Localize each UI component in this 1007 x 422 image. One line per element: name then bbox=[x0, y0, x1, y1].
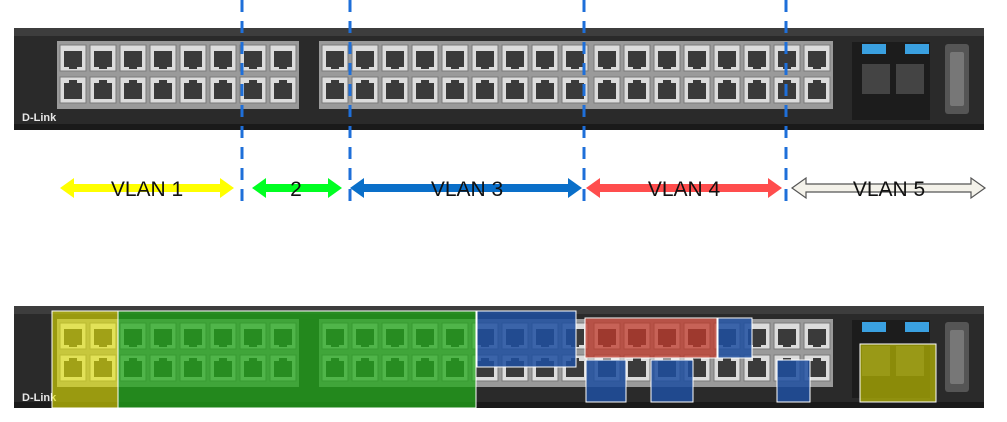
vlan-2-label: 2 bbox=[290, 178, 302, 201]
ethernet-port bbox=[209, 44, 237, 72]
ethernet-port bbox=[803, 322, 831, 350]
ethernet-port bbox=[471, 76, 499, 104]
ethernet-port bbox=[321, 44, 349, 72]
ethernet-port bbox=[119, 44, 147, 72]
vlan-arrow bbox=[790, 176, 987, 200]
vlan-port-overlay bbox=[585, 359, 627, 403]
ethernet-port bbox=[653, 76, 681, 104]
ethernet-port bbox=[381, 76, 409, 104]
brand-logo-top: D-Link bbox=[22, 112, 57, 124]
ethernet-port bbox=[713, 44, 741, 72]
ethernet-port bbox=[743, 354, 771, 382]
brand-logo-bottom: D-Link bbox=[22, 392, 57, 404]
ethernet-port bbox=[743, 44, 771, 72]
ethernet-port bbox=[713, 76, 741, 104]
ethernet-port bbox=[441, 76, 469, 104]
ethernet-port bbox=[381, 44, 409, 72]
ethernet-port bbox=[179, 44, 207, 72]
vlan-port-overlay bbox=[776, 359, 811, 403]
vlan-1-label: VLAN 1 bbox=[110, 178, 184, 201]
ethernet-port bbox=[149, 44, 177, 72]
vlan-dividers bbox=[240, 0, 788, 208]
ethernet-port bbox=[623, 44, 651, 72]
ethernet-port bbox=[593, 44, 621, 72]
ethernet-port bbox=[209, 76, 237, 104]
ethernet-port bbox=[803, 44, 831, 72]
vlan-arrow bbox=[350, 178, 582, 198]
ethernet-port bbox=[531, 76, 559, 104]
ethernet-port bbox=[653, 44, 681, 72]
ethernet-port bbox=[561, 76, 589, 104]
port-bank-top-1 bbox=[57, 41, 299, 109]
vlan-arrow bbox=[252, 178, 342, 198]
ethernet-port bbox=[351, 76, 379, 104]
ethernet-port bbox=[59, 76, 87, 104]
ethernet-port bbox=[239, 44, 267, 72]
vlan-arrows bbox=[60, 176, 987, 200]
vlan-5-label: VLAN 5 bbox=[852, 178, 926, 201]
ethernet-port bbox=[269, 76, 297, 104]
ethernet-port bbox=[773, 322, 801, 350]
ethernet-port bbox=[713, 354, 741, 382]
vlan-4-label: VLAN 4 bbox=[647, 178, 721, 201]
vlan-port-overlay bbox=[859, 343, 937, 403]
vlan-3-label: VLAN 3 bbox=[430, 178, 504, 201]
ethernet-port bbox=[411, 44, 439, 72]
vlan-port-overlay bbox=[650, 359, 694, 403]
vlan-overlays bbox=[51, 310, 937, 409]
ethernet-port bbox=[501, 44, 529, 72]
ethernet-port bbox=[321, 76, 349, 104]
port-bank-top-3 bbox=[591, 41, 833, 109]
ethernet-port bbox=[743, 76, 771, 104]
ethernet-port bbox=[119, 76, 147, 104]
vlan-arrow bbox=[586, 178, 782, 198]
ethernet-port bbox=[179, 76, 207, 104]
switch-top-chassis: D-Link bbox=[14, 28, 984, 130]
ethernet-port bbox=[239, 76, 267, 104]
ethernet-port bbox=[149, 76, 177, 104]
model-label-top bbox=[20, 38, 21, 44]
vlan-arrow bbox=[60, 178, 234, 198]
ethernet-port bbox=[441, 44, 469, 72]
ethernet-port bbox=[269, 44, 297, 72]
ethernet-port bbox=[89, 44, 117, 72]
ethernet-port bbox=[471, 44, 499, 72]
ethernet-port bbox=[683, 44, 711, 72]
ethernet-port bbox=[803, 76, 831, 104]
ethernet-port bbox=[89, 76, 117, 104]
ethernet-port bbox=[623, 76, 651, 104]
ethernet-port bbox=[351, 44, 379, 72]
ethernet-port bbox=[531, 44, 559, 72]
ethernet-port bbox=[411, 76, 439, 104]
ethernet-port bbox=[683, 76, 711, 104]
ethernet-port bbox=[59, 44, 87, 72]
ethernet-port bbox=[593, 76, 621, 104]
ethernet-port bbox=[501, 76, 529, 104]
vlan-port-overlay bbox=[51, 310, 119, 409]
port-bank-top-2 bbox=[319, 41, 591, 109]
vlan-port-overlay bbox=[117, 310, 477, 409]
vlan-port-overlay bbox=[476, 310, 577, 368]
vlan-port-overlay bbox=[717, 317, 753, 359]
sfp-module-top bbox=[852, 42, 969, 120]
ethernet-port bbox=[623, 354, 651, 382]
vlan-port-overlay bbox=[584, 317, 718, 359]
